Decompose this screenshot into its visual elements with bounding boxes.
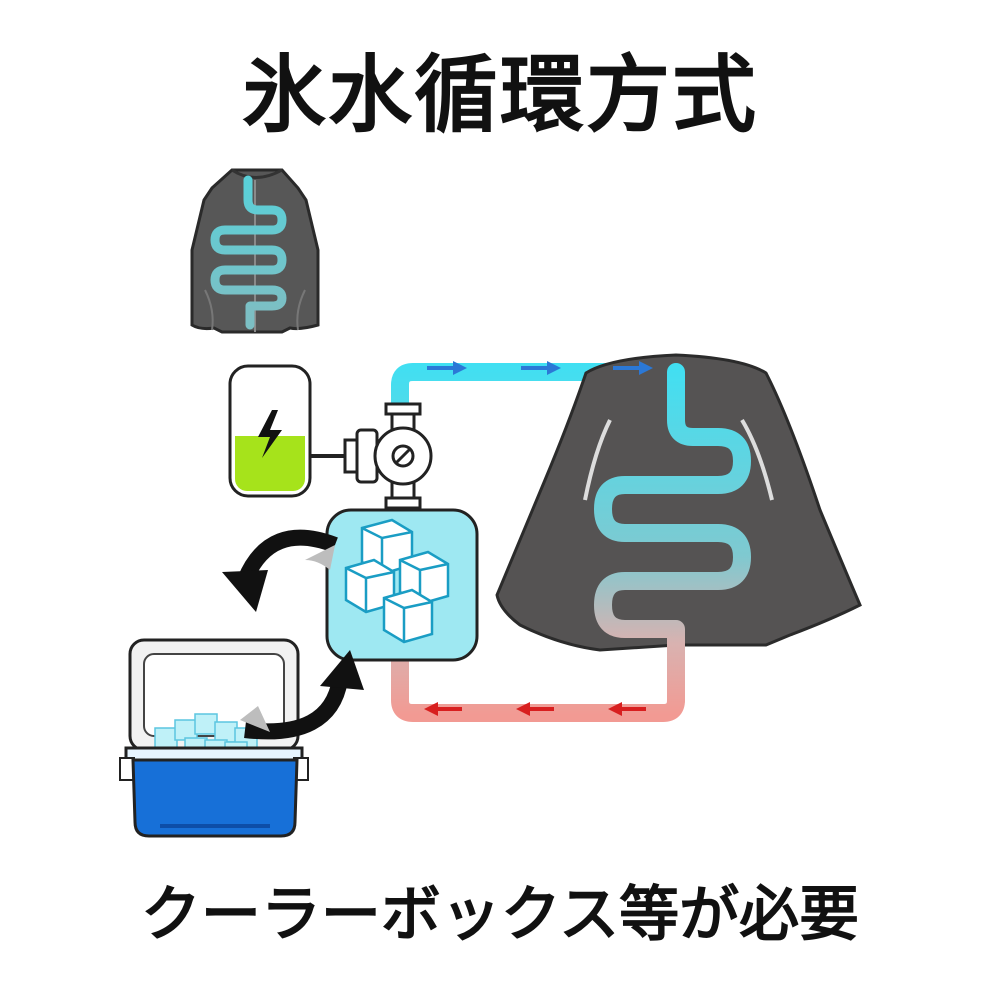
cold-flow-arrow — [521, 361, 561, 375]
warm-flow-arrow — [608, 702, 646, 716]
battery-icon — [228, 364, 312, 498]
page-title: 氷水循環方式 — [241, 46, 758, 144]
warm-flow-arrow — [516, 702, 554, 716]
cold-flow-arrow — [613, 361, 653, 375]
large-vest-icon — [495, 353, 862, 709]
curved-arrow-icon — [240, 650, 364, 740]
warm-flow-arrow — [424, 702, 462, 716]
ice-cubes-icon — [325, 508, 479, 662]
curved-arrow-icon — [222, 529, 338, 612]
warm-flow-arrows — [424, 702, 646, 716]
cold-flow-arrow — [427, 361, 467, 375]
pump-icon — [343, 402, 433, 510]
caption-text: クーラーボックス等が必要 — [140, 880, 860, 950]
cold-flow-arrows — [427, 361, 653, 375]
small-vest-icon — [190, 168, 320, 334]
